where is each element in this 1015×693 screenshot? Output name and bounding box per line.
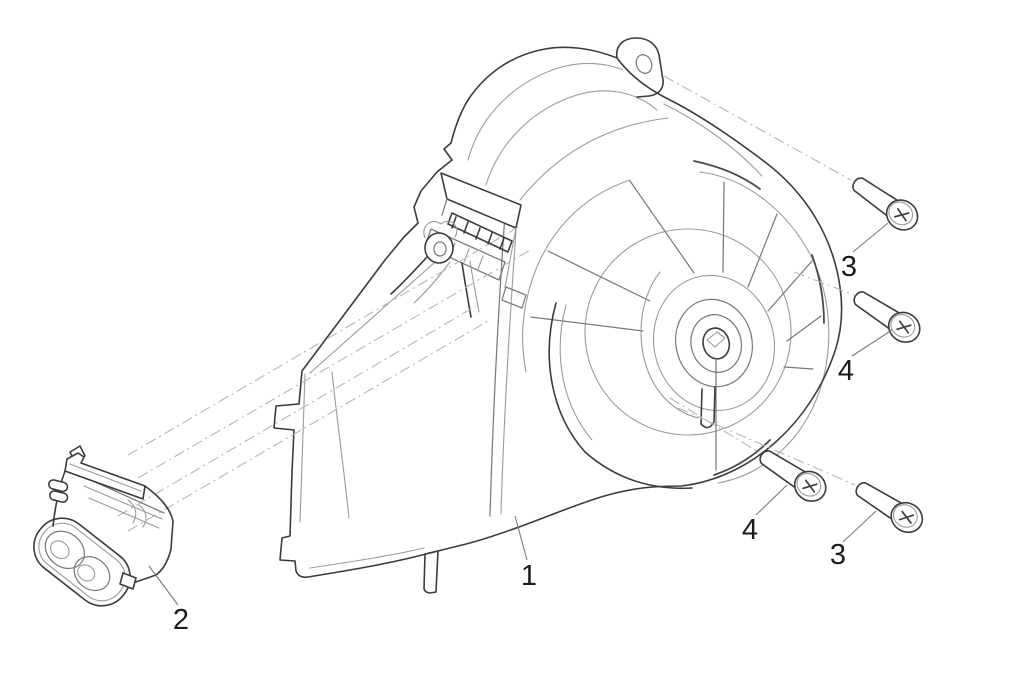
- connector-groove: [138, 504, 147, 528]
- vent-opening: [447, 212, 513, 253]
- bracket-boss: [424, 232, 454, 264]
- dome-ridge-line: [519, 117, 669, 201]
- fan-rib: [783, 366, 814, 370]
- bottom-peg: [423, 550, 439, 594]
- dome-ridge-line: [467, 62, 649, 161]
- hub-keyhole: [706, 331, 726, 348]
- scroll-inner-rim-left: [522, 179, 631, 373]
- hood-strap-link: [504, 227, 517, 289]
- mounting-tab: [615, 37, 664, 98]
- panel-bottom-inner-edge: [309, 547, 425, 569]
- leader-line: [148, 565, 179, 606]
- connector-groove: [127, 499, 137, 524]
- leader-line: [755, 484, 788, 516]
- axis-line: [669, 397, 761, 454]
- flywheel-cover-part: [273, 37, 843, 594]
- assembly-axis-lines: [117, 75, 856, 532]
- cavity-bore: [77, 564, 96, 582]
- vent-hood-side: [441, 198, 448, 216]
- fan-rib: [547, 250, 651, 302]
- connector-pin: [47, 479, 69, 493]
- scroll-outlet-edge: [584, 451, 693, 490]
- leader-line: [852, 222, 889, 253]
- cavity-bore: [49, 540, 70, 560]
- callout-label-3-upper: 3: [841, 251, 857, 283]
- cavity-opening: [73, 556, 111, 592]
- rim-accent: [713, 439, 771, 476]
- callout-label-3-lower: 3: [830, 539, 846, 571]
- rim-accent: [811, 254, 825, 324]
- axis-line: [127, 225, 521, 456]
- fan-rib: [629, 180, 695, 274]
- tab-hole: [635, 54, 653, 74]
- cover-whisker-line: [469, 260, 480, 313]
- panel-fold-line: [331, 371, 350, 519]
- callout-label-4-lower: 4: [742, 514, 758, 546]
- bracket-boss-hole: [433, 241, 447, 257]
- bracket-lobe: [423, 220, 458, 239]
- connector-part: [33, 445, 174, 607]
- leader-line: [842, 510, 877, 543]
- fan-rib: [767, 260, 813, 312]
- bracket-arm: [390, 256, 428, 295]
- callout-1[interactable]: 1: [514, 515, 537, 592]
- callout-4-lower[interactable]: 4: [742, 484, 788, 546]
- rim-accent: [693, 160, 761, 190]
- axis-line: [137, 248, 533, 479]
- fan-rib: [722, 181, 725, 273]
- hub-ring: [690, 314, 743, 373]
- seal-inner-lip: [38, 522, 126, 602]
- front-strap: [500, 215, 518, 515]
- connector-body-edge: [129, 485, 174, 585]
- cover-silhouette: [273, 46, 843, 579]
- dome-scroll-junction: [663, 103, 763, 177]
- connector-ridge: [88, 497, 160, 529]
- hub-ring: [652, 274, 776, 412]
- hub: [652, 274, 776, 412]
- hub-ring: [674, 298, 754, 388]
- fan-rib: [786, 315, 822, 342]
- vent-opening-slot: [451, 216, 505, 250]
- screw-part-3-lower: [849, 473, 929, 539]
- cavity-opening: [44, 530, 86, 570]
- axis-line: [663, 75, 852, 181]
- callout-2[interactable]: 2: [148, 565, 189, 636]
- callout-label-2: 2: [173, 604, 189, 636]
- callout-label-4-upper: 4: [838, 355, 854, 387]
- axis-line: [677, 407, 856, 486]
- callout-3-upper[interactable]: 3: [841, 222, 889, 283]
- fan-rib: [530, 316, 644, 332]
- hub-ring: [702, 327, 731, 360]
- screw-part-4-upper: [846, 282, 927, 349]
- panel-fold-line: [299, 373, 306, 523]
- callout-label-1: 1: [521, 560, 537, 592]
- fan-rib: [747, 213, 778, 288]
- panel-fold-line: [309, 262, 435, 374]
- callout-4-upper[interactable]: 4: [838, 329, 893, 387]
- scroll-outlet-echo: [559, 304, 593, 441]
- screw-part-4-lower: [752, 441, 833, 508]
- axis-line: [793, 271, 855, 296]
- scroll-swirl: [640, 271, 699, 419]
- fan-shroud-ring: [584, 228, 792, 436]
- cover-whisker-line: [461, 262, 472, 318]
- connector-flange-edge: [69, 463, 142, 492]
- connector-ridge: [83, 485, 163, 520]
- bracket-arm: [413, 261, 451, 304]
- axis-line: [117, 305, 477, 517]
- connector-front-face: [33, 517, 131, 607]
- connector-latch-tab: [119, 572, 137, 590]
- dome-ridge-line: [485, 90, 658, 186]
- callout-3-lower[interactable]: 3: [830, 510, 877, 571]
- axis-line: [127, 320, 489, 532]
- leader-line: [514, 515, 528, 561]
- strap-clip: [501, 286, 527, 309]
- scroll-outlet-edge: [548, 302, 586, 453]
- connector-pin: [48, 490, 69, 503]
- leader-line: [851, 329, 893, 357]
- connector-flange: [64, 452, 146, 500]
- vent-hood-slab: [440, 172, 522, 229]
